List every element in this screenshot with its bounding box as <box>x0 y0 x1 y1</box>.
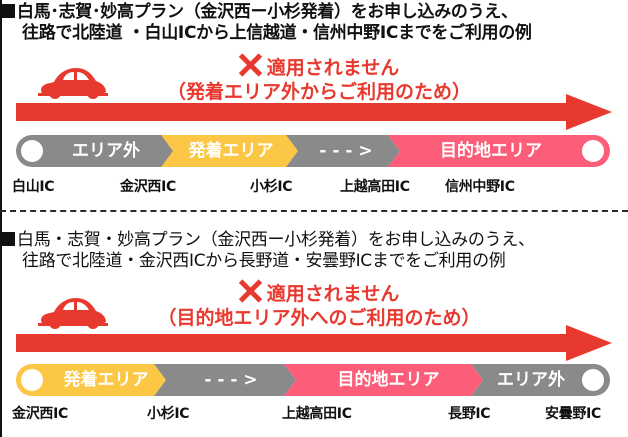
heading-line-1: 白馬･志賀･妙高プラン（金沢西ー小杉発着）をお申し込みのうえ、 <box>17 2 518 22</box>
interchange-label: 上越高田IC <box>282 406 352 422</box>
end-node-icon <box>582 140 604 162</box>
interchange-label: 長野IC <box>448 406 491 422</box>
example-heading: 白馬・志賀・妙高プラン（金沢西ー小杉発着）をお申し込みのうえ、 往路で北陸道・金… <box>2 230 535 272</box>
segment-transit: - - - > <box>319 141 373 161</box>
route-track: エリア外 発着エリア - - - > 目的地エリア <box>16 135 610 167</box>
car-icon <box>38 68 108 99</box>
segment-departure-area: 発着エリア <box>63 370 149 390</box>
interchange-label: 金沢西IC <box>120 179 176 195</box>
example-heading: 白馬･志賀･妙高プラン（金沢西ー小杉発着）をお申し込みのうえ、 往路で北陸道 ・… <box>2 2 532 44</box>
interchange-label: 信州中野IC <box>445 179 515 195</box>
heading-line-2: 往路で北陸道・金沢西ICから長野道・安曇野ICまでをご利用の例 <box>22 251 506 271</box>
start-node-icon <box>21 369 43 391</box>
notice-reason: （目的地エリア外へのご利用のため） <box>157 307 481 329</box>
interchange-label: 金沢西IC <box>12 406 68 422</box>
interchange-label: 白山IC <box>12 179 55 195</box>
direction-arrow <box>16 94 612 130</box>
segment-outside-area: エリア外 <box>497 370 565 390</box>
end-node-icon <box>582 369 604 391</box>
notice-reason: （発着エリア外からご利用のため） <box>166 81 471 103</box>
segment-departure-area: 発着エリア <box>188 141 274 161</box>
interchange-label: 上越高田IC <box>340 179 410 195</box>
interchange-label: 小杉IC <box>250 179 293 195</box>
interchange-label: 安曇野IC <box>545 406 601 422</box>
interchange-label: 小杉IC <box>147 406 190 422</box>
route-track: 発着エリア - - - > 目的地エリア エリア外 <box>16 364 610 396</box>
heading-line-1: 白馬・志賀・妙高プラン（金沢西ー小杉発着）をお申し込みのうえ、 <box>17 230 535 250</box>
route-track-shape <box>16 135 610 167</box>
notice-title: 適用されません <box>266 57 400 79</box>
segment-destination-area: 目的地エリア <box>440 141 542 161</box>
cross-icon <box>237 53 263 77</box>
segment-outside-area: エリア外 <box>72 141 140 161</box>
square-bullet-icon <box>2 4 15 18</box>
notice: 適用されません （発着エリア外からご利用のため） <box>0 53 628 104</box>
dashed-divider <box>0 210 628 212</box>
notice: 適用されません （目的地エリア外へのご利用のため） <box>0 279 628 330</box>
left-border-rule <box>0 0 2 437</box>
notice-title: 適用されません <box>266 283 400 305</box>
square-bullet-icon <box>2 232 15 246</box>
segment-transit: - - - > <box>204 370 258 390</box>
start-node-icon <box>21 140 43 162</box>
direction-arrow <box>16 325 612 361</box>
example-2: 白馬・志賀・妙高プラン（金沢西ー小杉発着）をお申し込みのうえ、 往路で北陸道・金… <box>0 226 628 437</box>
route-track-shape <box>16 364 610 396</box>
segment-destination-area: 目的地エリア <box>337 370 440 390</box>
car-icon <box>38 298 108 329</box>
heading-line-2: 往路で北陸道 ・白山ICから上信越道・信州中野ICまでをご利用の例 <box>22 23 532 43</box>
cross-icon <box>237 279 263 303</box>
example-1: 白馬･志賀･妙高プラン（金沢西ー小杉発着）をお申し込みのうえ、 往路で北陸道 ・… <box>0 0 628 208</box>
